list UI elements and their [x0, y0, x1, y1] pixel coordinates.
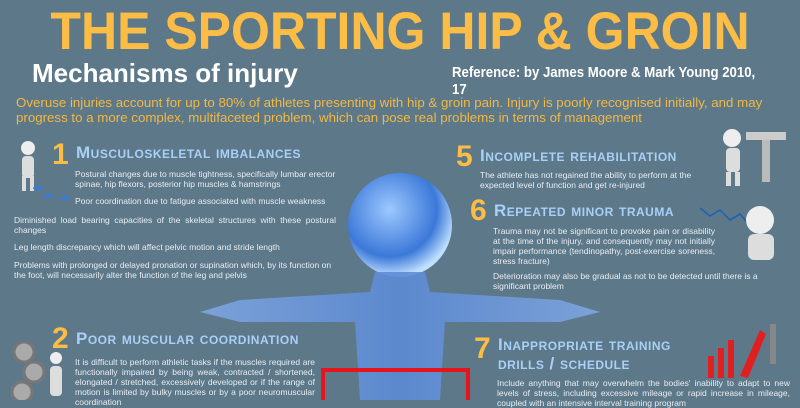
infographic-title: THE SPORTING HIP & GROIN	[50, 1, 750, 61]
section-2-number: 2	[52, 322, 69, 355]
figure-graph-icon	[700, 206, 774, 260]
section-7-heading: Inappropriate training drills / schedule	[498, 335, 671, 373]
section-1-point: Postural changes due to muscle tightness…	[75, 169, 336, 189]
subtitle: Mechanisms of injury	[32, 58, 298, 88]
section-6-number: 6	[470, 194, 487, 227]
section-2-heading: Poor muscular coordination	[76, 329, 299, 348]
intro-text: Overuse injuries account for up to 80% o…	[16, 95, 763, 125]
torso-arms-shape	[200, 272, 600, 400]
section-1-point: Poor coordination due to fatigue associa…	[75, 196, 326, 206]
reference: Reference: by James Moore & Mark Young 2…	[452, 64, 756, 98]
welder-figure-icon	[723, 129, 786, 186]
gears-figure-icon	[10, 340, 62, 400]
section-6-point: Deterioration may also be gradual as not…	[493, 271, 758, 291]
head-shape	[348, 173, 452, 277]
rising-bars-icon	[708, 324, 776, 378]
figure-footprints-icon	[21, 141, 70, 200]
section-5-number: 5	[456, 140, 473, 173]
section-1-point: Problems with prolonged or delayed prona…	[14, 260, 332, 280]
groin-highlight-box	[321, 368, 470, 400]
section-1-point: Leg length discrepancy which will affect…	[14, 242, 280, 252]
section-1-number: 1	[52, 138, 69, 171]
section-6-point: Trauma may not be significant to provoke…	[493, 226, 715, 266]
section-5-point: The athlete has not regained the ability…	[480, 170, 692, 190]
section-1-point: Diminished load bearing capacities of th…	[14, 215, 336, 235]
section-7-number: 7	[474, 332, 491, 365]
section-1-heading: Musculoskeletal imbalances	[76, 143, 301, 162]
section-6-heading: Repeated minor trauma	[494, 201, 674, 220]
section-7-point: Include anything that may overwhelm the …	[497, 378, 790, 408]
section-5-heading: Incomplete rehabilitation	[480, 146, 677, 165]
